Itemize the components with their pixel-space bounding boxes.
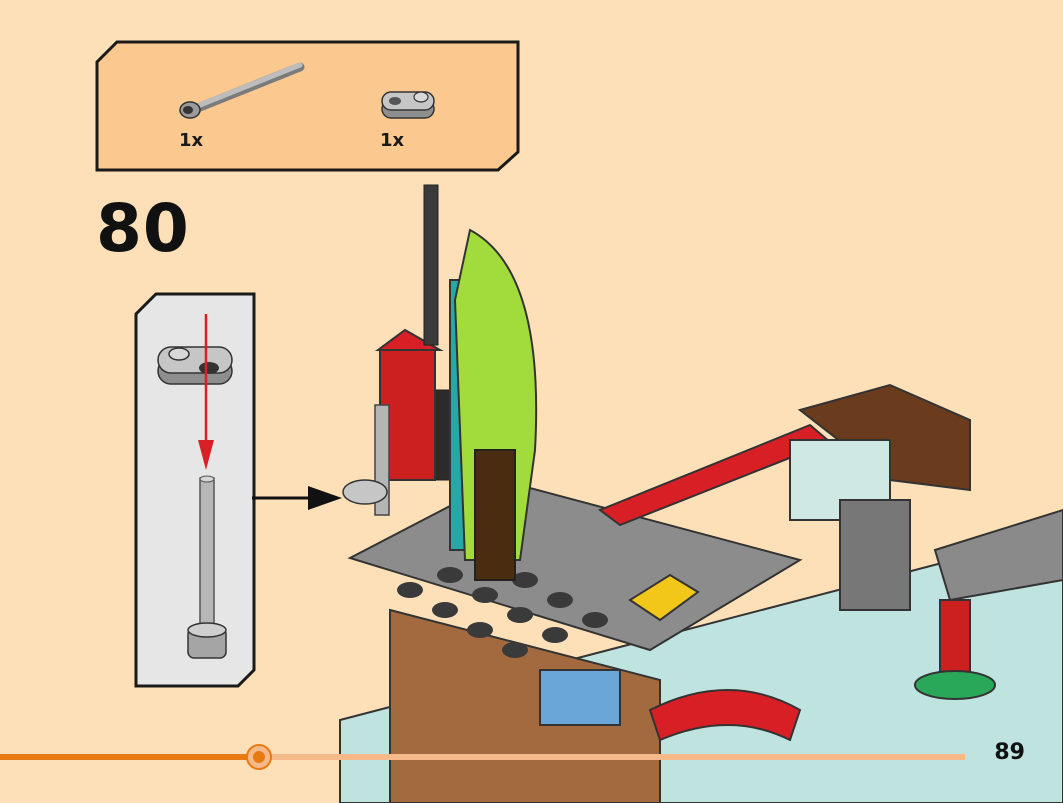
plate-quantity: 1x xyxy=(380,130,405,151)
model-illustration xyxy=(339,184,1063,803)
bar-part-icon xyxy=(179,62,305,119)
plate-studs xyxy=(397,552,608,658)
page-number: 89 xyxy=(994,740,1025,765)
progress-track xyxy=(0,754,965,760)
callout-pointer-arrow xyxy=(252,486,342,510)
bar-quantity: 1x xyxy=(179,130,204,151)
plate-part-icon xyxy=(381,91,435,119)
callout-bar-icon xyxy=(187,475,227,659)
callout-plate-icon xyxy=(157,346,233,385)
progress-knob xyxy=(246,744,272,770)
parts-list-box: 1x 1x xyxy=(95,40,520,172)
insert-arrow-icon xyxy=(198,314,214,470)
progress-fill xyxy=(0,754,259,760)
parts-box-frame xyxy=(95,40,520,172)
callout-frame xyxy=(134,292,256,688)
step-number: 80 xyxy=(96,190,190,267)
progress-bar xyxy=(0,744,965,770)
subassembly-callout xyxy=(134,292,256,688)
